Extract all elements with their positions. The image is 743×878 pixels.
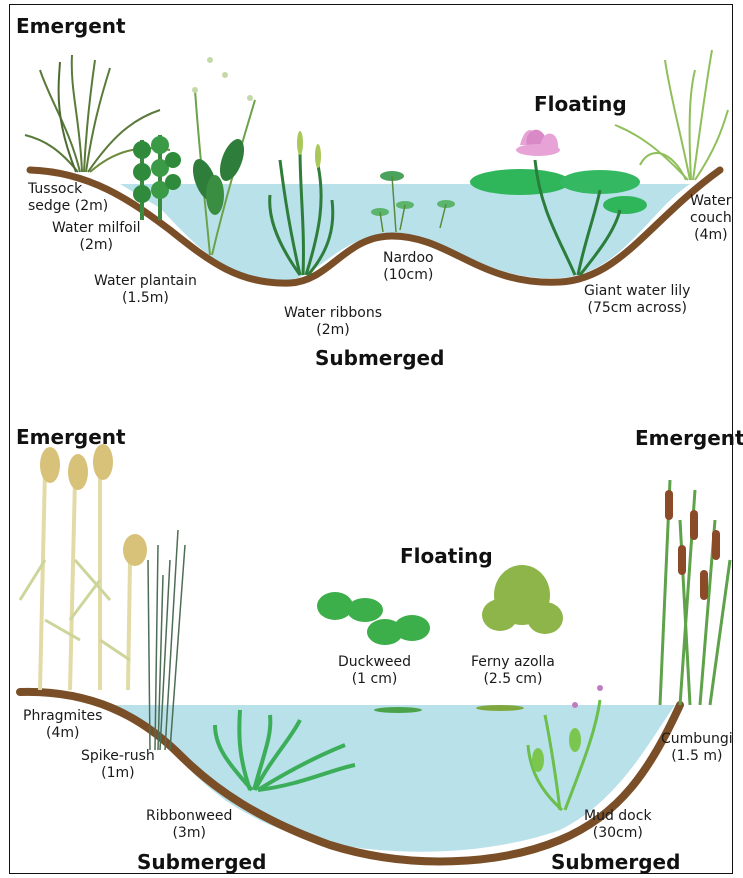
phragmites-plant <box>20 470 130 690</box>
label-line: Duckweed <box>338 654 411 671</box>
label-line: (1.5m) <box>94 290 197 307</box>
label-line: Water ribbons <box>284 305 382 322</box>
cumbungi-plant <box>660 480 730 705</box>
label-line: Water <box>690 193 732 210</box>
label-phragmites: Phragmites (4m) <box>23 708 102 742</box>
label-line: (4m) <box>690 227 732 244</box>
label-line: Tussock <box>28 181 108 198</box>
label-line: Ribbonweed <box>146 808 232 825</box>
label-line: Giant water lily <box>584 283 690 300</box>
label-line: (30cm) <box>584 825 652 842</box>
phragmites-plumes <box>40 444 147 566</box>
label-line: (2m) <box>52 237 141 254</box>
water-couch-plant <box>615 50 728 180</box>
bottom-heading-submerged-right: Submerged <box>551 850 680 874</box>
label-line: (10cm) <box>383 267 434 284</box>
bottom-heading-emergent-left: Emergent <box>16 425 126 449</box>
bottom-heading-floating: Floating <box>400 544 493 568</box>
label-line: sedge (2m) <box>28 198 108 215</box>
label-line: (1 cm) <box>338 671 411 688</box>
label-water-couch: Water couch (4m) <box>690 193 732 244</box>
bottom-heading-emergent-right: Emergent <box>635 426 743 450</box>
label-line: Phragmites <box>23 708 102 725</box>
label-line: (3m) <box>146 825 232 842</box>
label-mud-dock: Mud dock (30cm) <box>584 808 652 842</box>
label-cumbungi: Cumbungi (1.5 m) <box>661 731 733 765</box>
label-line: Water plantain <box>94 273 197 290</box>
label-line: couch <box>690 210 732 227</box>
label-line: Mud dock <box>584 808 652 825</box>
label-line: (4m) <box>23 725 102 742</box>
label-spike-rush: Spike-rush (1m) <box>81 748 155 782</box>
label-line: (1m) <box>81 765 155 782</box>
top-heading-floating: Floating <box>534 92 627 116</box>
top-heading-submerged: Submerged <box>315 346 444 370</box>
label-line: Spike-rush <box>81 748 155 765</box>
label-giant-water-lily: Giant water lily (75cm across) <box>584 283 690 317</box>
duckweed-plant <box>317 592 430 713</box>
label-line: (2.5 cm) <box>471 671 555 688</box>
label-line: (1.5 m) <box>661 748 733 765</box>
label-line: (75cm across) <box>584 300 690 317</box>
label-water-milfoil: Water milfoil (2m) <box>52 220 141 254</box>
top-heading-emergent: Emergent <box>16 14 126 38</box>
label-tussock-sedge: Tussock sedge (2m) <box>28 181 108 215</box>
label-ribbonweed: Ribbonweed (3m) <box>146 808 232 842</box>
label-line: (2m) <box>284 322 382 339</box>
label-line: Ferny azolla <box>471 654 555 671</box>
label-line: Water milfoil <box>52 220 141 237</box>
label-duckweed: Duckweed (1 cm) <box>338 654 411 688</box>
bottom-heading-submerged-left: Submerged <box>137 850 266 874</box>
label-nardoo: Nardoo (10cm) <box>383 250 434 284</box>
ferny-azolla-plant <box>476 565 563 711</box>
label-water-plantain: Water plantain (1.5m) <box>94 273 197 307</box>
label-water-ribbons: Water ribbons (2m) <box>284 305 382 339</box>
label-line: Cumbungi <box>661 731 733 748</box>
label-ferny-azolla: Ferny azolla (2.5 cm) <box>471 654 555 688</box>
label-line: Nardoo <box>383 250 434 267</box>
